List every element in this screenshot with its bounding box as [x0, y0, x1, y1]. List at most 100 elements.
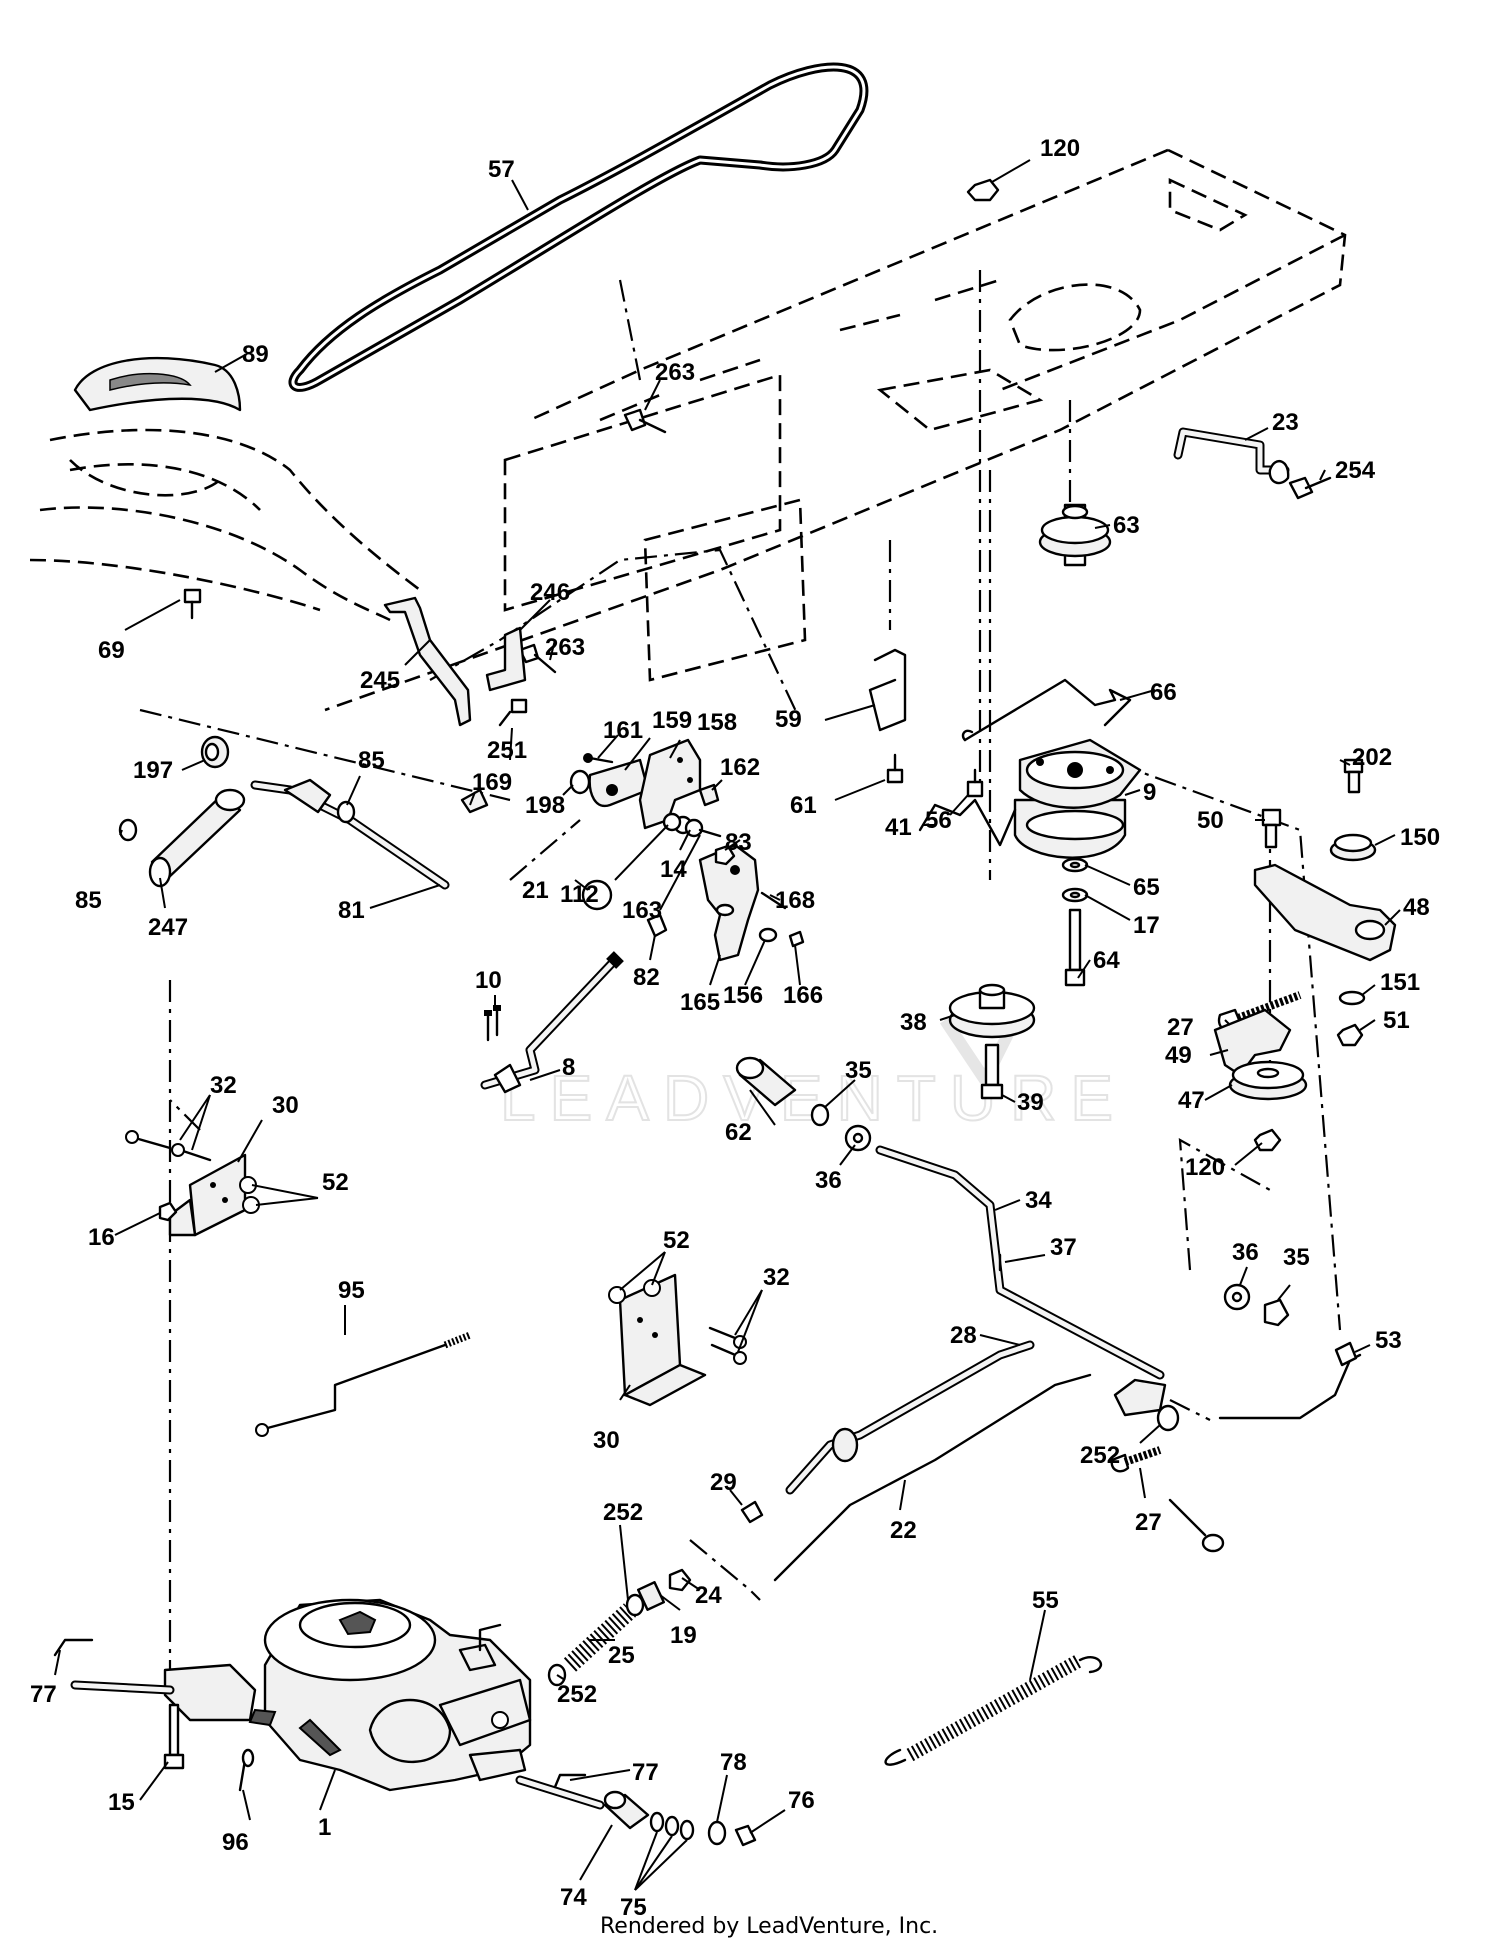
callout-8: 8 — [562, 1054, 575, 1081]
spring-25 — [563, 1603, 637, 1672]
callout-246: 246 — [530, 579, 570, 606]
pulley-38 — [948, 983, 1036, 1039]
mount-bracket-30-center — [618, 1273, 707, 1407]
wire-41 — [918, 798, 1017, 847]
nuts-52-left — [239, 1176, 260, 1214]
callout-37: 37 — [1050, 1234, 1077, 1261]
pin-96 — [238, 1748, 255, 1792]
callout-158: 158 — [697, 709, 737, 736]
callout-245: 245 — [360, 667, 400, 694]
callout-30: 30 — [272, 1092, 299, 1119]
callout-47: 47 — [1178, 1087, 1205, 1114]
washer-151 — [1338, 990, 1366, 1006]
callout-17: 17 — [1133, 912, 1160, 939]
pivot-bracket-28 — [1113, 1378, 1167, 1417]
bolt-15 — [163, 1703, 185, 1770]
callout-57: 57 — [488, 156, 515, 183]
key-77-right — [553, 1773, 587, 1789]
spacer-150 — [1329, 833, 1377, 862]
bolt-166 — [788, 930, 805, 948]
rod-22 — [773, 1373, 1092, 1582]
callout-166: 166 — [783, 982, 823, 1009]
callout-38: 38 — [900, 1009, 927, 1036]
callout-198: 198 — [525, 792, 565, 819]
bolt-27-bottom — [1110, 1446, 1225, 1553]
callout-leaders — [54, 159, 1401, 1891]
axle-left — [70, 1680, 175, 1695]
callout-49: 49 — [1165, 1042, 1192, 1069]
drive-belt — [288, 62, 869, 392]
callout-159: 159 — [652, 707, 692, 734]
bushing-62 — [735, 1056, 797, 1107]
callout-82: 82 — [633, 964, 660, 991]
knob-21 — [581, 879, 613, 911]
washer-36-left — [844, 1124, 872, 1152]
callout-161: 161 — [603, 717, 643, 744]
callout-163: 163 — [622, 897, 662, 924]
bolt-56 — [966, 768, 984, 798]
callout-120: 120 — [1040, 135, 1080, 162]
callout-162: 162 — [720, 754, 760, 781]
clip-76 — [734, 1824, 757, 1847]
washer-198 — [569, 769, 591, 795]
callout-51: 51 — [1383, 1007, 1410, 1034]
axle-right — [515, 1775, 605, 1810]
callout-252c: 252 — [557, 1681, 597, 1708]
bracket-246 — [485, 626, 527, 692]
bolts-32-left — [125, 1130, 212, 1162]
callout-41: 41 — [885, 814, 912, 841]
callout-77b: 77 — [632, 1759, 659, 1786]
washer-252-right — [1156, 1404, 1180, 1432]
callout-89: 89 — [242, 341, 269, 368]
callout-74: 74 — [560, 1884, 587, 1911]
callout-29: 29 — [710, 1469, 737, 1496]
callout-30b: 30 — [593, 1427, 620, 1454]
rod-34 — [875, 1145, 1165, 1380]
washer-252-a — [625, 1593, 645, 1617]
callout-112: 112 — [560, 881, 599, 908]
callout-34: 34 — [1025, 1187, 1052, 1214]
callout-21: 21 — [522, 877, 549, 904]
bolts-10 — [484, 1005, 501, 1042]
callout-85b: 85 — [75, 887, 102, 914]
shift-lever-8 — [480, 951, 624, 1094]
callout-81: 81 — [338, 897, 365, 924]
bolt-50 — [1261, 808, 1282, 849]
callout-151: 151 — [1380, 969, 1420, 996]
shifter-cover — [73, 356, 242, 412]
bolt-202 — [1343, 758, 1364, 794]
rod-28 — [785, 1340, 1035, 1495]
callout-254: 254 — [1335, 457, 1376, 484]
callout-169: 169 — [472, 769, 512, 796]
callout-15: 15 — [108, 1789, 135, 1816]
callout-19: 19 — [670, 1622, 697, 1649]
nuts-52-center — [608, 1279, 661, 1304]
spacer-74 — [603, 1790, 650, 1830]
nut-83 — [714, 844, 736, 866]
nut-120-bottom — [1253, 1128, 1282, 1152]
rod-53 — [1218, 1341, 1362, 1420]
spacer-19 — [636, 1581, 666, 1611]
callout-28: 28 — [950, 1322, 977, 1349]
callout-65: 65 — [1133, 874, 1160, 901]
idler-bracket-49 — [1213, 1008, 1292, 1077]
callout-23: 23 — [1272, 409, 1299, 436]
callout-263b: 263 — [545, 634, 585, 661]
callout-35: 35 — [845, 1057, 872, 1084]
callout-251: 251 — [487, 737, 527, 764]
callout-52: 52 — [322, 1169, 349, 1196]
callout-252b: 252 — [603, 1499, 643, 1526]
bracket-165 — [698, 843, 760, 962]
bolt-263-top — [623, 408, 667, 434]
callout-52b: 52 — [663, 1227, 690, 1254]
callout-150: 150 — [1400, 824, 1440, 851]
callout-85: 85 — [358, 747, 385, 774]
callout-39: 39 — [1017, 1089, 1044, 1116]
callout-252: 252 — [1080, 1442, 1120, 1469]
callout-165: 165 — [680, 989, 720, 1016]
callout-263: 263 — [655, 359, 695, 386]
callout-53: 53 — [1375, 1327, 1402, 1354]
callout-32: 32 — [210, 1072, 237, 1099]
key-77-left — [53, 1638, 94, 1657]
